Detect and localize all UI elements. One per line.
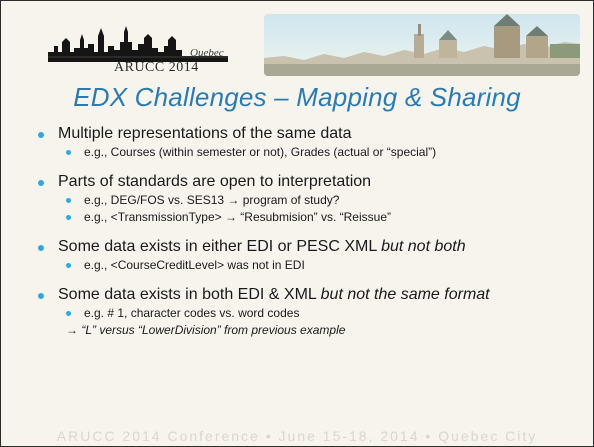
- slide-title: EDX Challenges – Mapping & Sharing: [73, 82, 521, 112]
- bullet-level1: Multiple representations of the same dat…: [38, 124, 578, 144]
- bullet-level2: e.g., Courses (within semester or not), …: [38, 144, 578, 161]
- bullet-emphasis: but not the same format: [320, 286, 490, 303]
- sub-bullet-text: e.g., <TransmissionType> → “Resubmision”…: [84, 210, 391, 224]
- bullet-dot-icon: [38, 293, 44, 299]
- bullet-level2: e.g. # 1, character codes vs. word codes: [38, 305, 578, 322]
- bullet-group-1: Multiple representations of the same dat…: [38, 124, 578, 161]
- quebec-skyline-icon: [48, 26, 228, 62]
- bullet-group-2: Parts of standards are open to interpret…: [38, 172, 578, 226]
- bullet-emphasis: but not both: [381, 238, 466, 255]
- slide-footer: ARUCC 2014 Conference • June 15-18, 2014…: [56, 428, 538, 444]
- bullet-level2: e.g., DEG/FOS vs. SES13 → program of stu…: [38, 192, 578, 209]
- sub-bullet-text: e.g., Courses (within semester or not), …: [84, 145, 437, 159]
- bullet-level2: e.g., <TransmissionType> → “Resubmision”…: [38, 209, 578, 226]
- quebec-city-photo: [264, 14, 580, 76]
- bullet-dot-icon: [66, 311, 71, 316]
- bullet-text: Multiple representations of the same dat…: [58, 125, 352, 142]
- bullet-group-4: Some data exists in both EDI & XML but n…: [38, 285, 578, 339]
- arrow-note: → “L” versus “LowerDivision” from previo…: [66, 323, 346, 337]
- bullet-level1: Parts of standards are open to interpret…: [38, 172, 578, 192]
- bullet-level2: e.g., <CourseCreditLevel> was not in EDI: [38, 257, 578, 274]
- sub-bullet-text: e.g., DEG/FOS vs. SES13 → program of stu…: [84, 193, 340, 207]
- city-photo-image: [264, 14, 580, 76]
- slide-header: Quebec ARUCC 2014: [14, 14, 580, 78]
- bullet-dot-icon: [66, 198, 71, 203]
- bullet-list: Multiple representations of the same dat…: [38, 124, 578, 350]
- logo-text: ARUCC 2014: [114, 60, 199, 75]
- bullet-dot-icon: [66, 150, 71, 155]
- bullet-dot-icon: [66, 215, 71, 220]
- sub-bullet-text: e.g., <CourseCreditLevel> was not in EDI: [84, 258, 305, 272]
- bullet-dot-icon: [66, 263, 71, 268]
- sub-bullet-text: e.g. # 1, character codes vs. word codes: [84, 306, 300, 320]
- bullet-group-3: Some data exists in either EDI or PESC X…: [38, 237, 578, 274]
- logo-location: Quebec: [190, 47, 224, 59]
- bullet-dot-icon: [38, 180, 44, 186]
- bullet-level1: Some data exists in either EDI or PESC X…: [38, 237, 578, 257]
- bullet-dot-icon: [38, 132, 44, 138]
- bullet-text: Some data exists in both EDI & XML: [58, 286, 321, 303]
- arucc-logo: Quebec ARUCC 2014: [48, 22, 228, 76]
- bullet-text: Parts of standards are open to interpret…: [58, 173, 372, 190]
- bullet-dot-icon: [38, 245, 44, 251]
- bullet-text: Some data exists in either EDI or PESC X…: [58, 238, 382, 255]
- bullet-level1: Some data exists in both EDI & XML but n…: [38, 285, 578, 305]
